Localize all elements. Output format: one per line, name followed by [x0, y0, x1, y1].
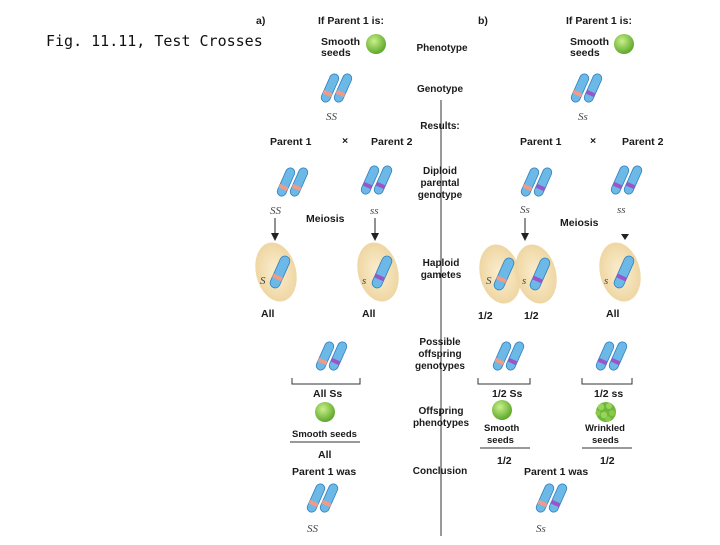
panel-b-phenotype-line1: Smooth: [570, 36, 609, 48]
panel-a-offspring-phenotype: Smooth seeds: [292, 429, 357, 440]
panel-b-if-parent: If Parent 1 is:: [566, 15, 632, 27]
label-diploid-2: parental: [421, 178, 460, 189]
bracket: [581, 378, 633, 385]
panel-b-offspring1-genotype: 1/2 Ss: [492, 388, 523, 400]
panel-b-meiosis: Meiosis: [560, 217, 599, 229]
gamete-chromosome-icon: [529, 257, 551, 291]
smooth-pea-icon: [315, 402, 335, 422]
panel-b-phenotype-line2: seeds: [570, 47, 600, 59]
panel-b-cross: ×: [590, 135, 596, 147]
gamete-allele: S: [486, 275, 492, 287]
label-haploid-1: Haploid: [423, 258, 460, 269]
figure-title: Fig. 11.11, Test Crosses: [46, 32, 263, 50]
label-genotype: Genotype: [417, 84, 464, 95]
panel-a-p1-genotype: SS: [270, 205, 282, 217]
label-possible-1: Possible: [419, 337, 461, 348]
panel-a-parent2: Parent 2: [371, 136, 413, 148]
panel-a-offspring-fraction: All: [318, 449, 332, 461]
parent1-chromosome-icon: [519, 165, 554, 199]
label-phenotype: Phenotype: [416, 43, 468, 54]
panel-b-letter: b): [478, 15, 488, 27]
chromosome-pair-icon: [569, 71, 604, 105]
chromosome-pair-icon: [319, 71, 354, 105]
gamete-chromosome-icon: [371, 255, 393, 289]
panel-b-conclusion-genotype: Ss: [536, 523, 546, 535]
panel-a-gamete2-fraction: All: [362, 308, 376, 320]
smooth-pea-icon: [492, 400, 512, 420]
gamete-chromosome-icon: [613, 255, 635, 289]
gamete-allele: s: [362, 275, 366, 287]
panel-b-parent1: Parent 1: [520, 136, 562, 148]
label-diploid-3: genotype: [418, 190, 463, 201]
panel-a-genotype: SS: [326, 111, 338, 123]
gamete-allele: s: [604, 275, 608, 287]
meiosis-arrow: [621, 234, 629, 240]
label-haploid-2: gametes: [421, 270, 462, 281]
label-offspring-phen-1: Offspring: [419, 406, 464, 417]
panel-b-offspring2-phenotype-line2: seeds: [592, 435, 619, 446]
conclusion-chromosome-icon: [305, 481, 340, 515]
panel-b-offspring2-phenotype-line1: Wrinkled: [585, 423, 625, 434]
panel-b-p1-genotype: Ss: [520, 204, 530, 216]
panel-b-offspring1-phenotype-line1: Smooth: [484, 423, 520, 434]
offspring-chromosome-icon: [314, 339, 349, 373]
offspring-chromosome-icon: [491, 339, 526, 373]
panel-b-offspring2-genotype: 1/2 ss: [594, 388, 623, 400]
smooth-pea-icon: [614, 34, 634, 54]
panel-b-offspring2-fraction: 1/2: [600, 455, 615, 467]
panel-a-conclusion-genotype: SS: [307, 523, 319, 535]
label-conclusion: Conclusion: [413, 466, 467, 477]
panel-b-genotype: Ss: [578, 111, 588, 123]
label-offspring-phen-2: phenotypes: [413, 418, 470, 429]
panel-b-parent2: Parent 2: [622, 136, 664, 148]
label-diploid-1: Diploid: [423, 166, 457, 177]
smooth-pea-icon: [366, 34, 386, 54]
offspring-chromosome-icon: [594, 339, 629, 373]
panel-a-parent1: Parent 1: [270, 136, 312, 148]
panel-a-p2-genotype: ss: [370, 205, 379, 217]
label-possible-2: offspring: [418, 349, 461, 360]
panel-b-gamete3-fraction: All: [606, 308, 620, 320]
panel-b-offspring1-phenotype-line2: seeds: [487, 435, 514, 446]
label-possible-3: genotypes: [415, 361, 465, 372]
panel-a-letter: a): [256, 15, 265, 27]
gamete-allele: S: [260, 275, 266, 287]
gamete-allele: s: [522, 275, 526, 287]
panel-a-cross: ×: [342, 135, 348, 147]
panel-a-phenotype-line1: Smooth: [321, 36, 360, 48]
panel-a-phenotype-line2: seeds: [321, 47, 351, 59]
bracket: [291, 378, 361, 385]
panel-b-conclusion: Parent 1 was: [524, 466, 588, 478]
panel-a-gamete1-fraction: All: [261, 308, 275, 320]
parent2-chromosome-icon: [609, 163, 644, 197]
gamete-chromosome-icon: [493, 257, 515, 291]
panel-b-gamete1-fraction: 1/2: [478, 310, 493, 322]
panel-a-conclusion: Parent 1 was: [292, 466, 356, 478]
label-results: Results:: [420, 121, 459, 132]
parent1-chromosome-icon: [275, 165, 310, 199]
panel-a-if-parent: If Parent 1 is:: [318, 15, 384, 27]
panel-a-offspring-genotype: All Ss: [313, 388, 342, 400]
bracket: [477, 378, 531, 385]
panel-b-offspring1-fraction: 1/2: [497, 455, 512, 467]
wrinkled-pea-icon: [595, 402, 616, 422]
gamete-chromosome-icon: [269, 255, 291, 289]
panel-b-gamete2-fraction: 1/2: [524, 310, 539, 322]
parent2-chromosome-icon: [359, 163, 394, 197]
panel-a-meiosis: Meiosis: [306, 213, 345, 225]
panel-b-p2-genotype: ss: [617, 204, 626, 216]
conclusion-chromosome-icon: [534, 481, 569, 515]
